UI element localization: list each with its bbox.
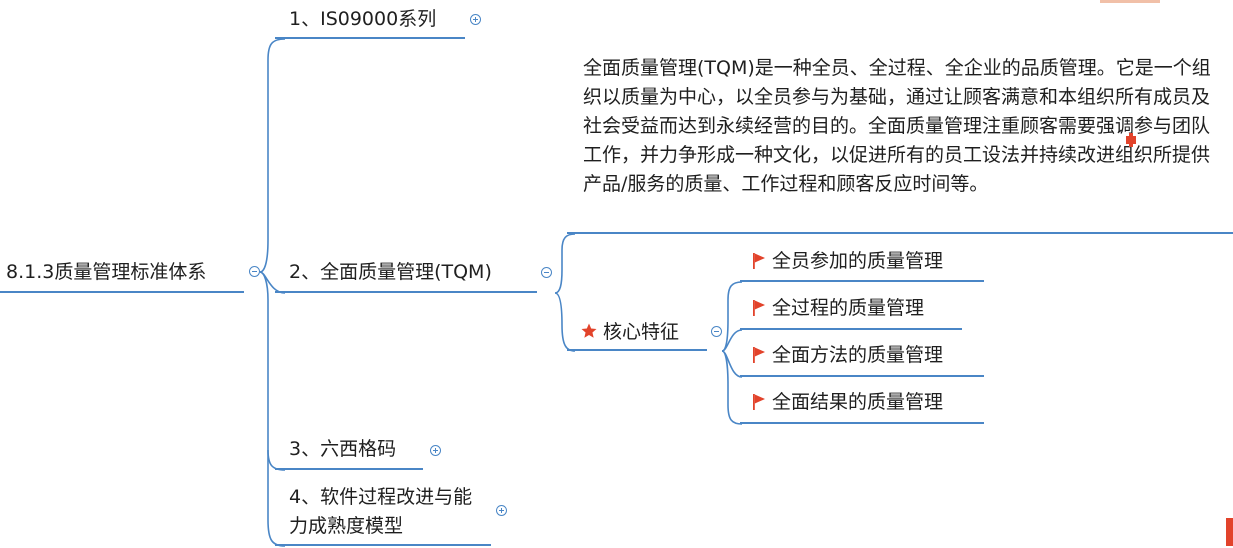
- branch-underline: [275, 37, 465, 39]
- collapse-toggle-root[interactable]: [249, 266, 260, 277]
- core-feature-node[interactable]: 核心特征: [603, 318, 679, 346]
- core-feature-underline: [567, 349, 707, 351]
- core-item-label: 全面方法的质量管理: [772, 344, 944, 366]
- connector-root-b2: [259, 271, 286, 294]
- branch-underline: [275, 291, 537, 293]
- cursor-marker-icon: [1126, 133, 1136, 147]
- root-node[interactable]: 8.1.3质量管理标准体系: [6, 258, 206, 286]
- core-item-underline: [740, 422, 984, 424]
- description-underline: [567, 232, 1233, 234]
- core-item-underline: [740, 375, 984, 377]
- branch-node-label: 2、全面质量管理(TQM): [289, 261, 492, 283]
- connector-core-item2: [721, 329, 743, 352]
- connector-tqm-desc: [554, 233, 576, 294]
- branch-node-tqm[interactable]: 2、全面质量管理(TQM): [289, 258, 492, 286]
- branch-node-label: 1、IS09000系列: [289, 8, 437, 30]
- star-icon: [581, 323, 597, 338]
- expand-toggle-iso9000[interactable]: [470, 14, 481, 25]
- collapse-toggle-core[interactable]: [711, 326, 722, 337]
- flag-icon: [753, 300, 765, 316]
- connector-core-item4: [721, 350, 743, 425]
- connector-tqm-core: [554, 292, 576, 352]
- core-item-underline: [740, 280, 984, 282]
- core-item-node[interactable]: 全面结果的质量管理: [772, 388, 943, 416]
- corner-marker-icon: [1100, 0, 1160, 3]
- connector-core-item1: [721, 281, 743, 352]
- expand-toggle-six-sigma[interactable]: [430, 445, 441, 456]
- core-item-label: 全过程的质量管理: [772, 297, 925, 319]
- branch-underline: [275, 544, 491, 546]
- flag-icon: [753, 347, 765, 363]
- collapse-toggle-tqm[interactable]: [541, 267, 552, 278]
- core-item-node[interactable]: 全面方法的质量管理: [772, 341, 943, 369]
- core-item-label: 全面结果的质量管理: [772, 391, 944, 413]
- branch-node-label: 3、六西格码: [289, 438, 397, 460]
- core-feature-label: 核心特征: [603, 321, 680, 343]
- connector-root-b3: [259, 271, 286, 471]
- tqm-description[interactable]: 全面质量管理(TQM)是一种全员、全过程、全企业的品质管理。它是一个组织以质量为…: [583, 57, 1211, 195]
- expand-toggle-spi-cmm[interactable]: [496, 505, 507, 516]
- root-underline: [0, 291, 244, 293]
- branch-node-iso9000[interactable]: 1、IS09000系列: [289, 5, 436, 33]
- branch-node-label: 4、软件过程改进与能力成熟度模型: [289, 486, 473, 537]
- branch-underline: [275, 468, 423, 470]
- connector-root-trunk: [259, 38, 286, 273]
- edge-marker: [1226, 518, 1233, 546]
- flag-icon: [753, 394, 765, 410]
- core-item-node[interactable]: 全过程的质量管理: [772, 294, 924, 322]
- root-node-label: 8.1.3质量管理标准体系: [6, 261, 207, 283]
- core-item-underline: [740, 328, 962, 330]
- core-item-node[interactable]: 全员参加的质量管理: [772, 247, 943, 275]
- branch-node-spi-cmm[interactable]: 4、软件过程改进与能力成熟度模型: [289, 483, 481, 541]
- core-item-label: 全员参加的质量管理: [772, 250, 944, 272]
- branch-node-six-sigma[interactable]: 3、六西格码: [289, 435, 396, 463]
- flag-icon: [753, 253, 765, 269]
